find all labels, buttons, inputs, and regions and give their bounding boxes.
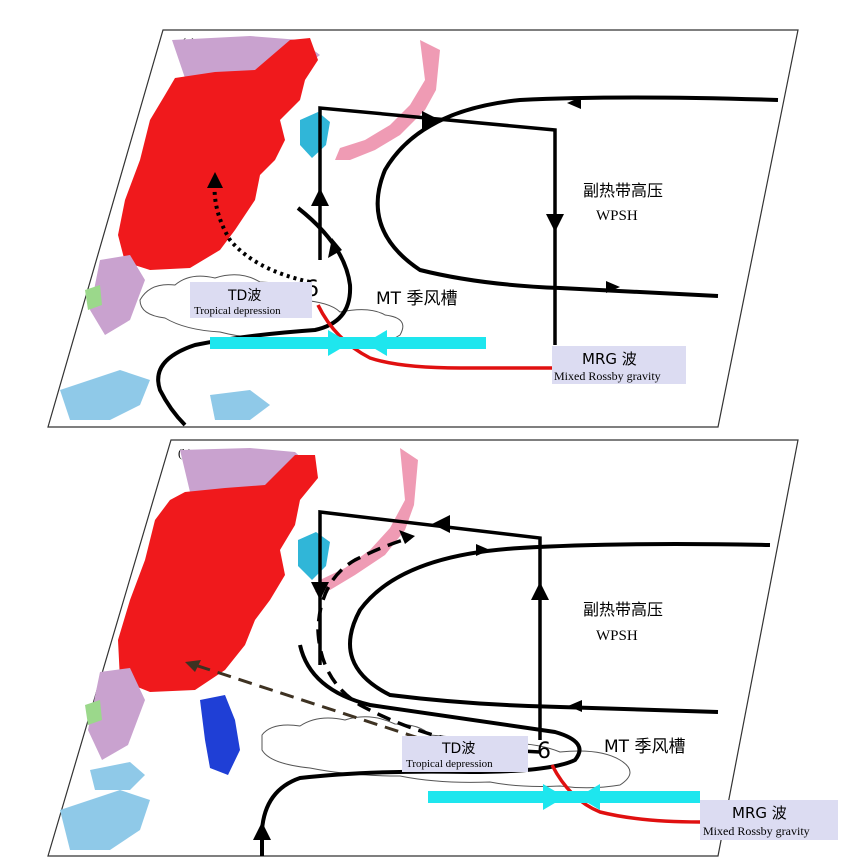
mrg-cn-label-b: MRG 波 bbox=[732, 804, 787, 822]
wpsh-cn-label-a: 副热带高压 bbox=[583, 181, 663, 200]
wpsh-arrow-b-1 bbox=[476, 544, 490, 556]
td-cn-label-a: TD波 bbox=[227, 288, 261, 304]
td-en-label-b: Tropical depression bbox=[406, 758, 493, 770]
korea-region-b bbox=[298, 532, 330, 580]
borneo-island-b bbox=[90, 762, 145, 790]
circ-arrow-right-a bbox=[422, 111, 440, 129]
mt-label-a: MT 季风槽 bbox=[376, 289, 457, 309]
seasia-islands-b bbox=[60, 790, 150, 850]
td-label-box-b bbox=[402, 736, 528, 772]
korea-region bbox=[300, 112, 330, 158]
monsoon-trough-b bbox=[260, 644, 582, 856]
mrg-en-label-b: Mixed Rossby gravity bbox=[703, 824, 810, 838]
indochina-region bbox=[90, 255, 145, 335]
indochina-green bbox=[85, 285, 102, 310]
philippines-region-b bbox=[200, 695, 240, 775]
circ-arrow-down-b bbox=[311, 582, 329, 600]
borneo-island bbox=[210, 390, 270, 420]
china-region-b bbox=[118, 455, 318, 692]
td-label-box-a bbox=[190, 282, 312, 318]
circ-arrow-down-a bbox=[546, 214, 564, 232]
trough-arrow-a bbox=[328, 238, 342, 258]
wpsh-arrow-a-2 bbox=[606, 281, 620, 293]
wpsh-arrow-a-1 bbox=[567, 97, 581, 109]
easterly-arrowhead-a-1 bbox=[328, 330, 350, 356]
mrg-label-box-a bbox=[552, 346, 686, 384]
mrg-label-box-b bbox=[700, 800, 838, 840]
circ-arrow-up-a bbox=[311, 188, 329, 206]
monsoon-trough-a bbox=[156, 206, 353, 427]
easterly-arrowhead-b-2 bbox=[578, 784, 600, 810]
wpsh-en-label-b: WPSH bbox=[596, 628, 638, 644]
china-region bbox=[118, 38, 318, 270]
wpsh-cn-label-b: 副热带高压 bbox=[583, 600, 663, 619]
dashed-track-arrowhead-b bbox=[399, 530, 415, 544]
wpsh-arrow-b-2 bbox=[568, 700, 582, 712]
easterly-arrowhead-a-2 bbox=[365, 330, 387, 356]
td-en-label-a: Tropical depression bbox=[194, 305, 281, 317]
wpsh-streamline-b bbox=[348, 542, 771, 714]
mrg-line-a bbox=[316, 304, 560, 370]
seasia-islands bbox=[60, 370, 150, 420]
td-track-a bbox=[212, 179, 311, 284]
easterly-arrowhead-b-1 bbox=[543, 784, 565, 810]
panel-b: (b) 6 bbox=[47, 439, 838, 857]
circ-arrow-up-b bbox=[531, 582, 549, 600]
indochina-green-b bbox=[85, 700, 102, 725]
td-track-arrowhead-b bbox=[185, 660, 201, 672]
mrg-line-b bbox=[550, 764, 701, 824]
mrg-cn-label-a: MRG 波 bbox=[582, 350, 637, 368]
mrg-en-label-a: Mixed Rossby gravity bbox=[554, 369, 661, 383]
td-cn-label-b: TD波 bbox=[441, 741, 475, 757]
td-track-arrowhead-a bbox=[207, 172, 223, 188]
typhoon-symbol-b: 6 bbox=[537, 739, 551, 764]
japan-region bbox=[335, 40, 440, 160]
indochina-region-b bbox=[88, 668, 145, 760]
circ-arrow-left-b bbox=[432, 515, 450, 533]
wpsh-en-label-a: WPSH bbox=[596, 208, 638, 224]
trough-arrow-b bbox=[253, 822, 271, 840]
wpsh-streamline-a bbox=[375, 95, 779, 298]
mt-label-b: MT 季风槽 bbox=[604, 737, 685, 757]
panel-a: (a) 6 副热带高压 bbox=[47, 29, 799, 428]
